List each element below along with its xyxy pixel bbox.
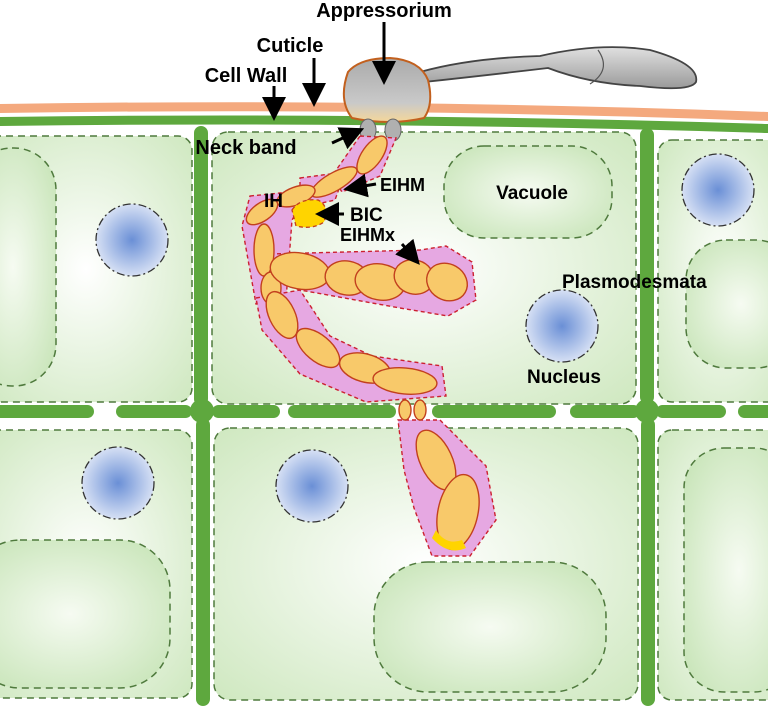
vacuole — [683, 447, 768, 693]
hypha-segment — [413, 399, 427, 421]
cell-wall — [288, 405, 396, 418]
cell-wall — [116, 405, 192, 418]
hypha-segment — [398, 399, 412, 421]
eihm-arrow — [343, 173, 377, 198]
vacuole — [443, 145, 613, 239]
vacuole — [0, 539, 171, 689]
vacuole — [685, 239, 768, 369]
cell-walls — [0, 126, 768, 706]
cell-wall — [570, 405, 640, 418]
eihmx-label: EIHMx — [340, 225, 395, 245]
hypha-segment — [426, 262, 468, 302]
hypha-segment — [245, 198, 279, 226]
nucleus — [81, 446, 155, 520]
cell-wall — [641, 418, 655, 706]
cell-wall-top — [0, 115, 768, 133]
hypha-segment — [372, 367, 438, 395]
neck-band-label: Neck band — [195, 137, 296, 159]
appressorium — [342, 56, 432, 123]
cell-wall — [0, 405, 94, 418]
cell-wall — [640, 128, 654, 404]
ih-label: IH — [264, 191, 283, 212]
vacuoles — [0, 145, 768, 693]
nuclei — [81, 153, 755, 523]
hypha-segment — [265, 290, 299, 340]
nucleus — [275, 449, 349, 523]
cell-wall — [212, 405, 280, 418]
cell-wall — [656, 405, 726, 418]
nucleus-label: Nucleus — [527, 367, 601, 388]
vacuole — [373, 561, 607, 693]
bic — [291, 199, 327, 228]
eihmx-arrow — [395, 238, 420, 265]
cell-wall — [738, 405, 768, 418]
hypha-segment — [356, 135, 388, 175]
labels: Appressorium Cuticle Cell Wall Neck band… — [195, 0, 707, 388]
appressorium-label: Appressorium — [316, 0, 452, 22]
plasmodesmata-label: Plasmodesmata — [562, 272, 707, 293]
hypha-tip — [432, 530, 466, 551]
cell-wall — [432, 405, 556, 418]
eihm-label: EIHM — [380, 175, 425, 195]
neck-band-arrow — [331, 127, 365, 150]
nucleus — [525, 289, 599, 363]
vacuole-label: Vacuole — [496, 183, 568, 204]
hypha-segment — [295, 327, 341, 369]
cell-wall — [196, 418, 210, 706]
nucleus — [95, 203, 169, 277]
arrows — [262, 22, 420, 265]
cuticle-label: Cuticle — [257, 35, 324, 57]
bic-label: BIC — [350, 205, 383, 226]
spore — [418, 46, 698, 90]
nucleus — [681, 153, 755, 227]
cell-wall — [194, 126, 208, 406]
cell-wall-label: Cell Wall — [205, 65, 288, 87]
vacuole — [0, 147, 57, 387]
